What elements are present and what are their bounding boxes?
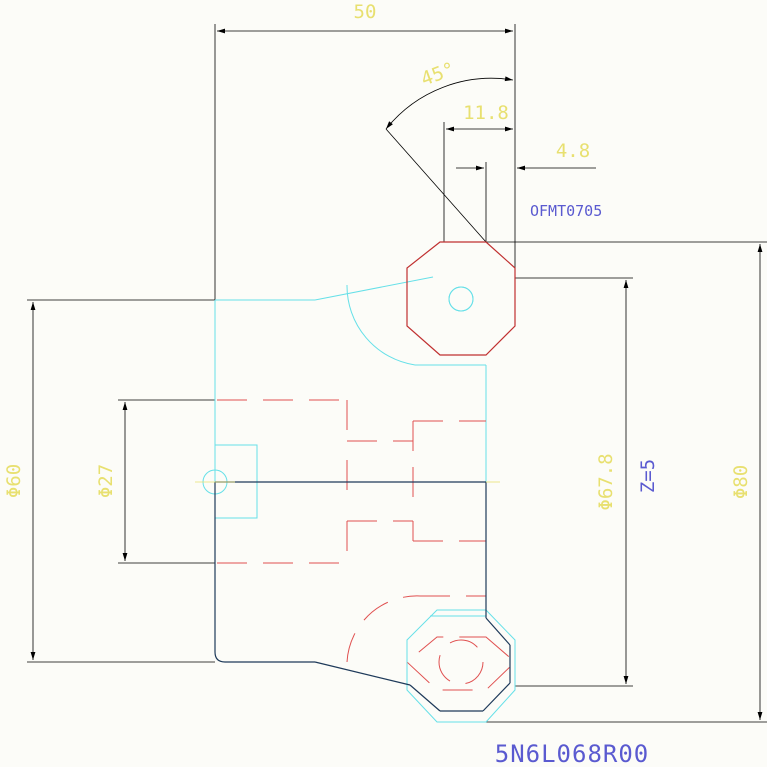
dim-z-5: Z=5	[637, 459, 659, 493]
dim-angle-45: 45°	[418, 58, 458, 90]
part-number-title: 5N6L068R00	[495, 740, 650, 767]
dim-dia-80: Φ80	[730, 465, 752, 499]
dimension-lines	[27, 24, 767, 723]
dim-offset-4-8: 4.8	[556, 140, 590, 162]
cutter-outline	[202, 276, 516, 723]
dim-dia-27: Φ27	[95, 464, 117, 498]
dim-offset-11-8: 11.8	[463, 102, 509, 124]
dim-width-50: 50	[354, 1, 377, 23]
dim-dia-67-8: Φ67.8	[595, 453, 617, 510]
body-outline	[214, 481, 511, 712]
insert-code-label: OFMT0705	[530, 202, 602, 220]
hidden-lines	[217, 399, 516, 691]
dim-dia-60: Φ60	[3, 464, 25, 498]
upper-insert	[406, 241, 516, 356]
